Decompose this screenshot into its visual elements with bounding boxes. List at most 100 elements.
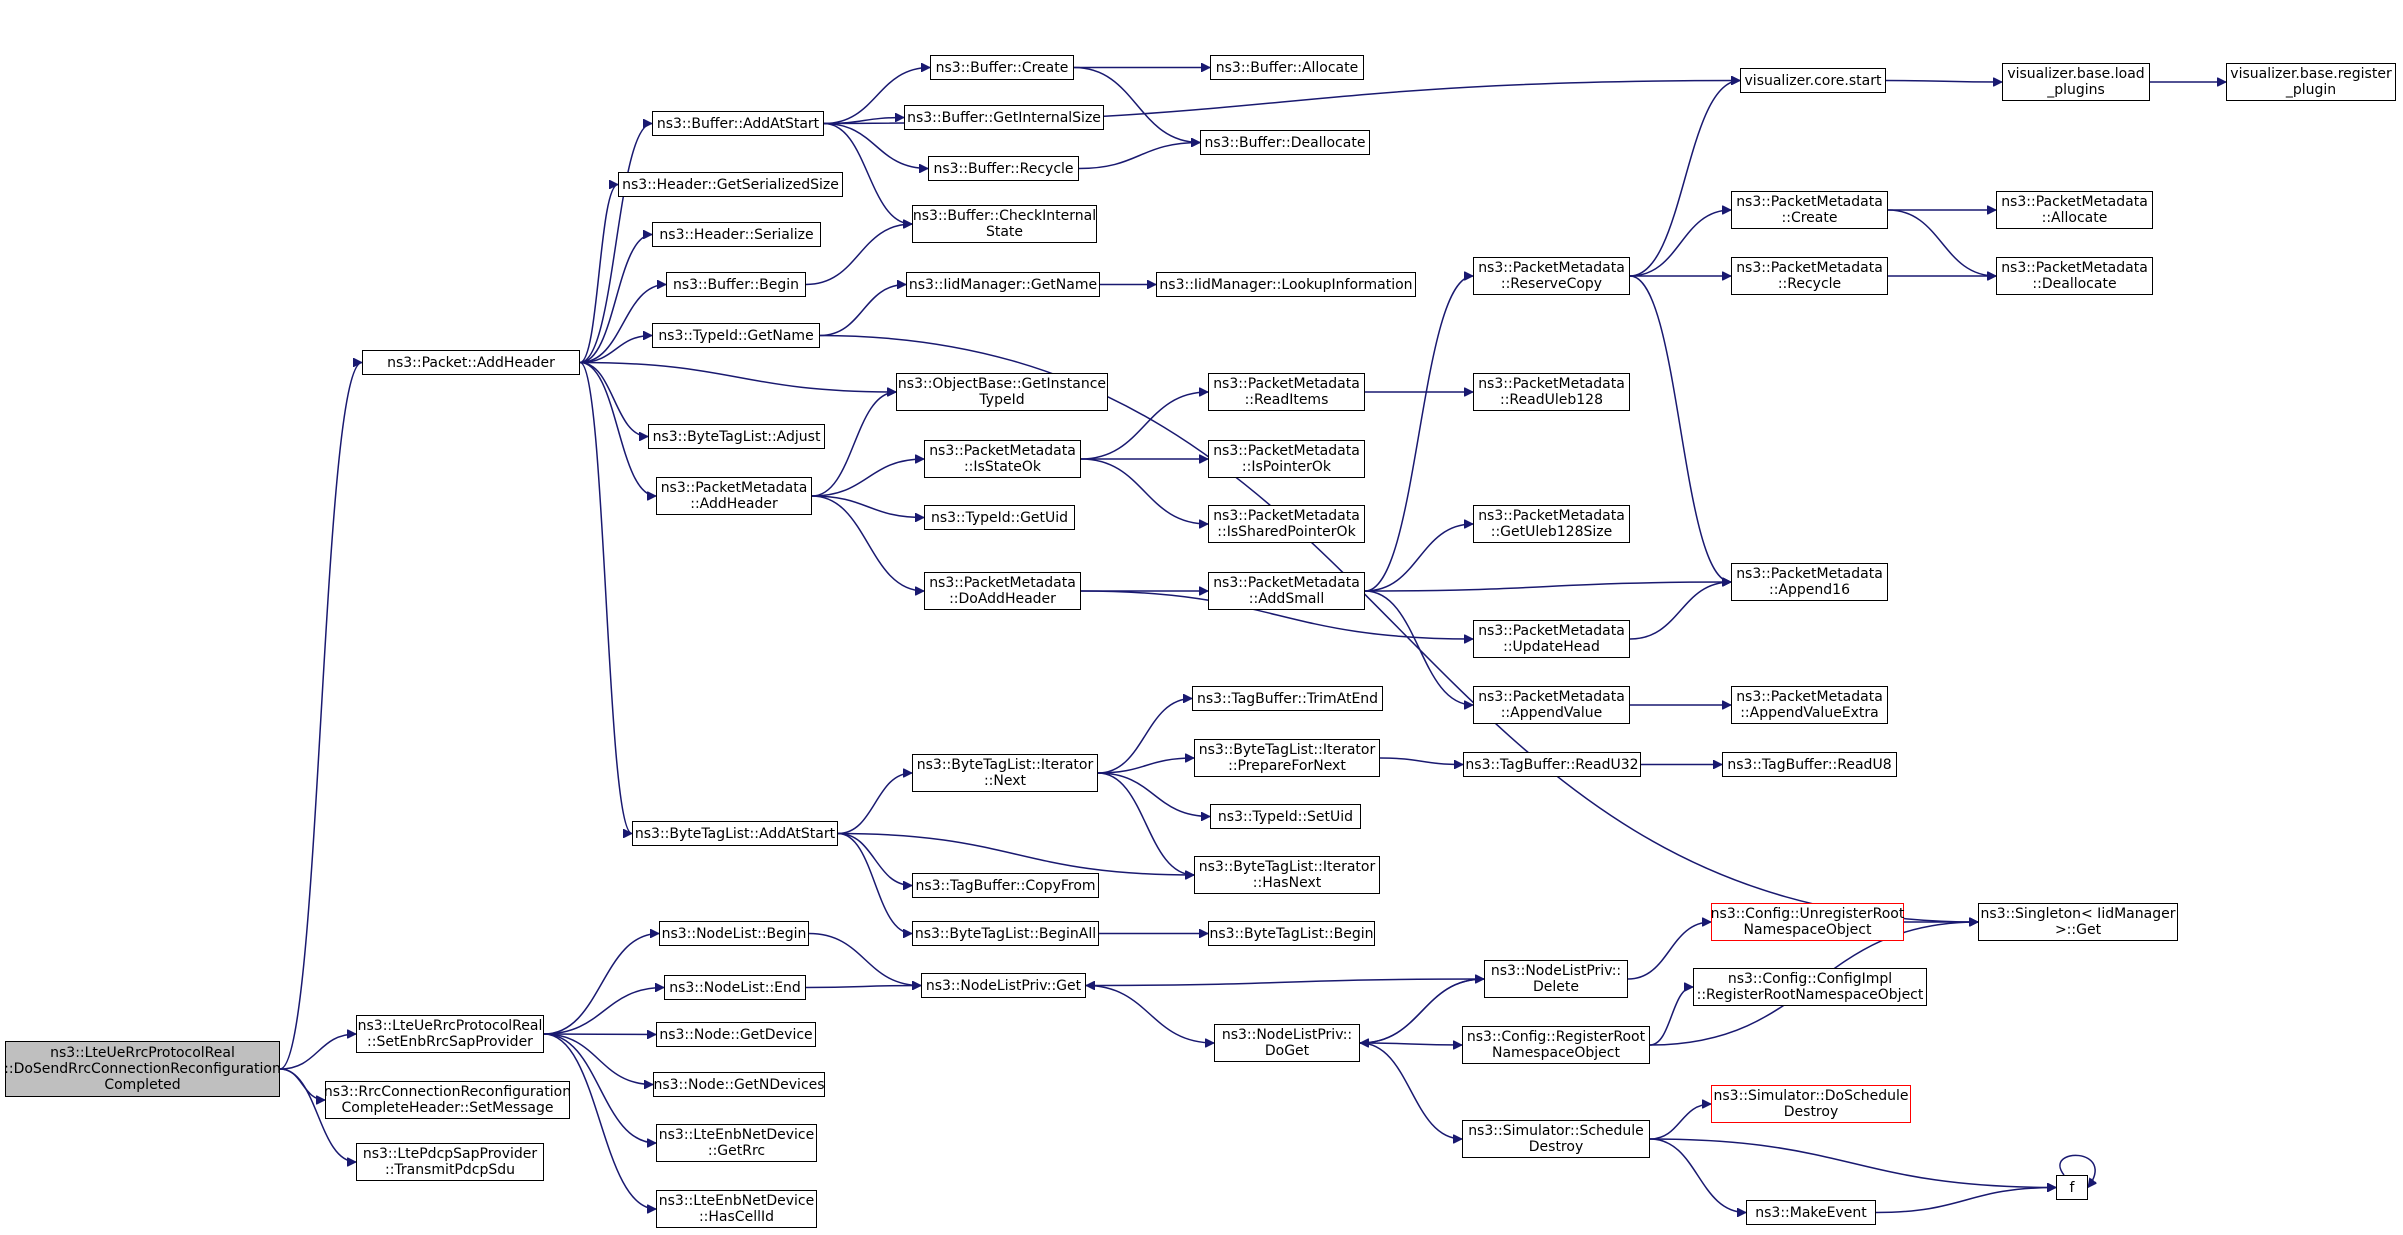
- edge-setEnb-to-nodeGetN: [543, 1033, 653, 1085]
- edge-pmReserveCopy-to-vizStart: [1629, 81, 1740, 277]
- graph-node-buf-create[interactable]: ns3::Buffer::Create: [930, 55, 1074, 80]
- edge-bufAddAtStart-to-bufRecycle: [823, 122, 928, 169]
- graph-node-viz-register[interactable]: visualizer.base.register _plugin: [2226, 63, 2396, 101]
- graph-node-enb-has-cell-id[interactable]: ns3::LteEnbNetDevice ::HasCellId: [656, 1190, 817, 1228]
- graph-node-nlp-get[interactable]: ns3::NodeListPriv::Get: [921, 973, 1086, 998]
- edge-pmAddSmall-to-pmReserveCopy: [1364, 276, 1474, 592]
- graph-node-pm-update-head[interactable]: ns3::PacketMetadata ::UpdateHead: [1473, 620, 1630, 658]
- graph-node-pm-read-items[interactable]: ns3::PacketMetadata ::ReadItems: [1208, 373, 1365, 411]
- graph-node-hdr-serialize[interactable]: ns3::Header::Serialize: [652, 222, 821, 247]
- graph-node-set-msg[interactable]: ns3::RrcConnectionReconfiguration Comple…: [324, 1081, 571, 1119]
- graph-node-cfg-register[interactable]: ns3::Config::RegisterRoot NamespaceObjec…: [1462, 1026, 1650, 1064]
- graph-node-btl-begin[interactable]: ns3::ByteTagList::Begin: [1208, 921, 1375, 946]
- edge-pmAddHeader-to-pmDoAddHeader: [811, 495, 924, 591]
- edge-pmReserveCopy-to-pmCreate: [1629, 210, 1731, 277]
- graph-node-tb-read-u32[interactable]: ns3::TagBuffer::ReadU32: [1463, 752, 1641, 777]
- graph-node-pm-append-value[interactable]: ns3::PacketMetadata ::AppendValue: [1473, 686, 1630, 724]
- edge-setEnb-to-enbHasCellId: [543, 1033, 656, 1209]
- edge-addHeader-to-btlAddAtStart: [579, 361, 633, 834]
- graph-node-pm-append-value-extra[interactable]: ns3::PacketMetadata ::AppendValueExtra: [1731, 686, 1888, 724]
- graph-node-viz-load[interactable]: visualizer.base.load _plugins: [2002, 63, 2150, 101]
- graph-node-btl-iter-next[interactable]: ns3::ByteTagList::Iterator ::Next: [912, 754, 1098, 792]
- graph-node-pm-is-pointer-ok[interactable]: ns3::PacketMetadata ::IsPointerOk: [1208, 440, 1365, 478]
- graph-node-pm-add-small[interactable]: ns3::PacketMetadata ::AddSmall: [1208, 572, 1365, 610]
- graph-node-pm-add-header[interactable]: ns3::PacketMetadata ::AddHeader: [656, 477, 812, 515]
- edge-pmIsStateOk-to-pmIsSharedPointerOk: [1080, 458, 1208, 524]
- graph-node-set-enb[interactable]: ns3::LteUeRrcProtocolReal ::SetEnbRrcSap…: [356, 1015, 544, 1053]
- graph-node-buf-add-at-start[interactable]: ns3::Buffer::AddAtStart: [652, 111, 824, 136]
- graph-node-btl-iter-prepare[interactable]: ns3::ByteTagList::Iterator ::PrepareForN…: [1194, 739, 1380, 777]
- graph-node-pm-allocate[interactable]: ns3::PacketMetadata ::Allocate: [1996, 191, 2153, 229]
- graph-node-buf-get-internal-size[interactable]: ns3::Buffer::GetInternalSize: [904, 105, 1104, 130]
- graph-node-make-event[interactable]: ns3::MakeEvent: [1746, 1200, 1876, 1225]
- graph-node-btl-adjust[interactable]: ns3::ByteTagList::Adjust: [648, 424, 825, 449]
- graph-node-type-get-uid[interactable]: ns3::TypeId::GetUid: [924, 505, 1075, 530]
- edge-f-to-f: [2059, 1154, 2095, 1187]
- edge-setEnb-to-nlBegin: [543, 934, 659, 1035]
- edge-addHeader-to-typeGetName: [579, 336, 652, 364]
- graph-node-nl-end[interactable]: ns3::NodeList::End: [664, 975, 806, 1000]
- graph-node-pm-get-uleb-size[interactable]: ns3::PacketMetadata ::GetUleb128Size: [1473, 505, 1630, 543]
- graph-node-type-get-name[interactable]: ns3::TypeId::GetName: [652, 323, 820, 348]
- graph-node-buf-check-internal[interactable]: ns3::Buffer::CheckInternal State: [912, 205, 1097, 243]
- graph-node-type-set-uid[interactable]: ns3::TypeId::SetUid: [1210, 804, 1361, 829]
- edge-pmAddSmall-to-pmAppend16: [1364, 582, 1731, 592]
- edge-simScheduleDestroy-to-makeEvent: [1649, 1138, 1746, 1213]
- graph-node-buf-begin[interactable]: ns3::Buffer::Begin: [666, 272, 806, 297]
- graph-node-nlp-delete[interactable]: ns3::NodeListPriv:: Delete: [1484, 960, 1628, 998]
- graph-node-pm-is-shared-pointer-ok[interactable]: ns3::PacketMetadata ::IsSharedPointerOk: [1208, 505, 1365, 543]
- edge-addHeader-to-obGetInstance: [579, 361, 896, 393]
- graph-node-transmit[interactable]: ns3::LtePdcpSapProvider ::TransmitPdcpSd…: [356, 1143, 544, 1181]
- graph-node-cfg-impl-register[interactable]: ns3::Config::ConfigImpl ::RegisterRootNa…: [1693, 968, 1927, 1006]
- edge-btlIterNext-to-tbTrimAtEnd: [1097, 699, 1192, 774]
- graph-node-tb-trim-at-end[interactable]: ns3::TagBuffer::TrimAtEnd: [1192, 686, 1383, 711]
- graph-node-f[interactable]: f: [2056, 1175, 2088, 1200]
- graph-node-sim-do-schedule-destroy[interactable]: ns3::Simulator::DoSchedule Destroy: [1711, 1085, 1911, 1123]
- graph-node-btl-add-at-start[interactable]: ns3::ByteTagList::AddAtStart: [632, 821, 838, 846]
- graph-node-hdr-ser-size[interactable]: ns3::Header::GetSerializedSize: [618, 172, 843, 197]
- graph-node-pm-append16[interactable]: ns3::PacketMetadata ::Append16: [1731, 563, 1888, 601]
- edge-cfgRegister-to-cfgImplRegister: [1649, 987, 1694, 1046]
- graph-node-btl-begin-all[interactable]: ns3::ByteTagList::BeginAll: [912, 921, 1099, 946]
- graph-node-nl-begin[interactable]: ns3::NodeList::Begin: [659, 921, 809, 946]
- edge-pmCreate-to-pmDeallocate: [1887, 209, 1996, 276]
- graph-node-btl-iter-has-next[interactable]: ns3::ByteTagList::Iterator ::HasNext: [1194, 856, 1380, 894]
- graph-node-node-get-n[interactable]: ns3::Node::GetNDevices: [653, 1072, 825, 1097]
- graph-node-ob-get-instance[interactable]: ns3::ObjectBase::GetInstance TypeId: [896, 373, 1108, 411]
- graph-node-pm-reserve-copy[interactable]: ns3::PacketMetadata ::ReserveCopy: [1473, 257, 1630, 295]
- graph-node-tb-read-u8[interactable]: ns3::TagBuffer::ReadU8: [1722, 752, 1897, 777]
- graph-node-pm-create[interactable]: ns3::PacketMetadata ::Create: [1731, 191, 1888, 229]
- graph-node-buf-deallocate[interactable]: ns3::Buffer::Deallocate: [1200, 130, 1370, 155]
- edge-root-to-setEnb: [279, 1034, 356, 1070]
- edge-btlIterPrepare-to-tbReadU32: [1379, 757, 1463, 765]
- graph-node-node-get-device[interactable]: ns3::Node::GetDevice: [656, 1022, 816, 1047]
- graph-node-pm-is-state-ok[interactable]: ns3::PacketMetadata ::IsStateOk: [924, 440, 1081, 478]
- edge-bufRecycle-to-bufDeallocate: [1078, 143, 1200, 170]
- edge-btlAddAtStart-to-btlIterHasNext: [837, 832, 1194, 876]
- graph-node-viz-start[interactable]: visualizer.core.start: [1740, 68, 1886, 93]
- edge-pmUpdateHead-to-pmAppend16: [1629, 582, 1731, 640]
- graph-node-pm-recycle[interactable]: ns3::PacketMetadata ::Recycle: [1731, 257, 1888, 295]
- graph-node-nlp-do-get[interactable]: ns3::NodeListPriv:: DoGet: [1214, 1024, 1360, 1062]
- graph-node-singleton-get[interactable]: ns3::Singleton< IidManager >::Get: [1978, 903, 2178, 941]
- edge-addHeader-to-bufBegin: [579, 285, 666, 364]
- edge-pmAddSmall-to-pmAppendValue: [1364, 590, 1473, 705]
- graph-node-iid-get-name[interactable]: ns3::IidManager::GetName: [906, 272, 1100, 297]
- edge-btlAddAtStart-to-btlBeginAll: [837, 832, 913, 934]
- edge-pmReserveCopy-to-pmAppend16: [1629, 275, 1732, 582]
- edge-bufAddAtStart-to-bufCreate: [823, 68, 930, 125]
- graph-node-pm-deallocate[interactable]: ns3::PacketMetadata ::Deallocate: [1996, 257, 2153, 295]
- graph-node-iid-lookup[interactable]: ns3::IidManager::LookupInformation: [1156, 272, 1416, 297]
- edge-root-to-transmit: [279, 1068, 357, 1162]
- graph-node-pm-do-add-header[interactable]: ns3::PacketMetadata ::DoAddHeader: [924, 572, 1081, 610]
- graph-node-buf-recycle[interactable]: ns3::Buffer::Recycle: [928, 156, 1079, 181]
- graph-node-enb-get-rrc[interactable]: ns3::LteEnbNetDevice ::GetRrc: [656, 1124, 817, 1162]
- graph-node-sim-schedule-destroy[interactable]: ns3::Simulator::Schedule Destroy: [1462, 1120, 1650, 1158]
- graph-node-tb-copy-from[interactable]: ns3::TagBuffer::CopyFrom: [912, 873, 1099, 898]
- graph-node-add-header[interactable]: ns3::Packet::AddHeader: [362, 350, 580, 375]
- graph-node-pm-read-uleb[interactable]: ns3::PacketMetadata ::ReadUleb128: [1473, 373, 1630, 411]
- graph-node-cfg-unregister[interactable]: ns3::Config::UnregisterRoot NamespaceObj…: [1711, 903, 1904, 941]
- graph-node-buf-allocate[interactable]: ns3::Buffer::Allocate: [1210, 55, 1364, 80]
- edge-simScheduleDestroy-to-f: [1649, 1138, 2056, 1188]
- edge-addHeader-to-hdrSerialize: [579, 235, 653, 364]
